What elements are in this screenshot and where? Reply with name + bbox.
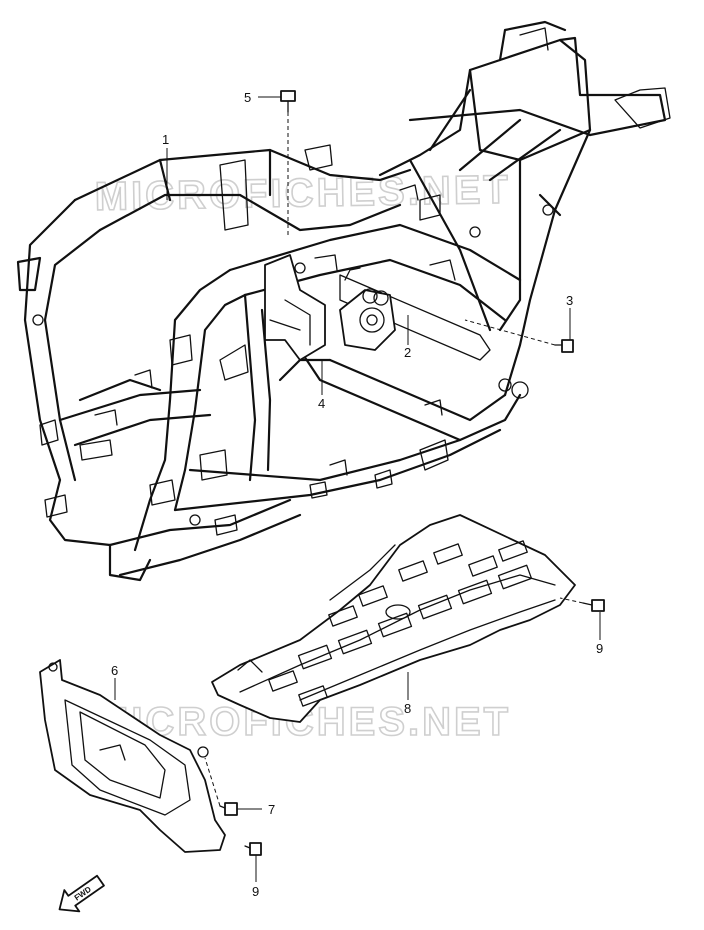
forward-arrow-icon: FWD bbox=[58, 874, 105, 913]
callout-7: 7 bbox=[268, 802, 275, 817]
frame-assembly bbox=[16, 20, 671, 582]
bolt-7 bbox=[219, 802, 238, 816]
front-guard bbox=[39, 659, 226, 853]
callout-2: 2 bbox=[404, 345, 411, 360]
callout-6: 6 bbox=[111, 663, 118, 678]
callout-4: 4 bbox=[318, 396, 325, 411]
callout-9-rear: 9 bbox=[596, 641, 603, 656]
callout-1: 1 bbox=[162, 132, 169, 147]
watermark-top: MICROFICHES.NET bbox=[94, 168, 511, 219]
callout-3: 3 bbox=[566, 293, 573, 308]
skid-plate bbox=[211, 514, 576, 723]
callout-8: 8 bbox=[404, 701, 411, 716]
bolt-5 bbox=[280, 90, 296, 113]
callout-5: 5 bbox=[244, 90, 251, 105]
callout-9-front: 9 bbox=[252, 884, 259, 899]
leader-lines bbox=[114, 96, 601, 882]
bolt-9-rear bbox=[582, 599, 605, 612]
bolt-9-front bbox=[244, 842, 262, 856]
bolt-3 bbox=[554, 339, 574, 353]
